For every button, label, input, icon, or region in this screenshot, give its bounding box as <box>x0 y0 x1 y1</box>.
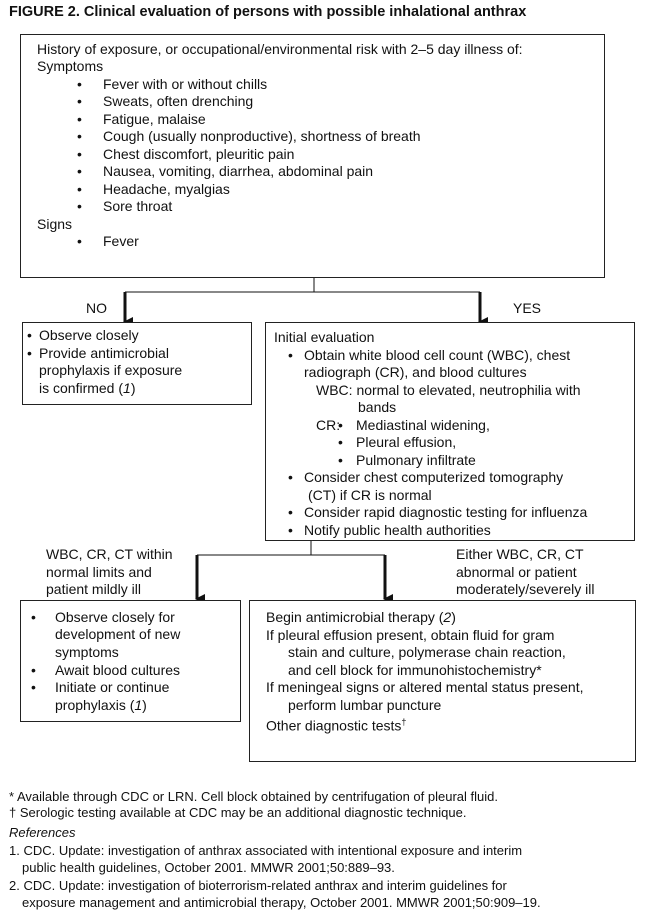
eval-obtain-cont: radiograph (CR), and blood cultures <box>304 364 527 380</box>
bullet: • <box>338 434 343 450</box>
cr-item: Pulmonary infiltrate <box>356 452 476 468</box>
reference-item-cont: exposure management and antimicrobial th… <box>22 895 541 910</box>
text: Begin antimicrobial therapy ( <box>266 609 444 625</box>
eval-wbc-cont: bands <box>358 399 397 415</box>
exposure-header: History of exposure, or occupational/env… <box>37 41 523 57</box>
antimicrobial-therapy-box: Begin antimicrobial therapy (2) If pleur… <box>249 600 636 762</box>
cr-item: Mediastinal widening, <box>356 417 490 433</box>
dagger-mark: † <box>401 717 407 727</box>
therapy-pleural-cont: and cell block for immunohistochemistry* <box>288 662 542 678</box>
symptom-item: Sweats, often drenching <box>103 93 254 109</box>
mild-initiate: Initiate or continue <box>55 679 170 695</box>
reference-item: 2. CDC. Update: investigation of bioterr… <box>9 878 507 893</box>
mild-label-line: patient mildly ill <box>46 581 141 597</box>
reference-number: 1 <box>134 697 143 713</box>
symptom-item: Headache, myalgias <box>103 181 230 197</box>
text: Other diagnostic tests <box>266 717 402 734</box>
text: ) <box>130 380 136 396</box>
bullet: • <box>338 452 343 468</box>
therapy-meningeal: If meningeal signs or altered mental sta… <box>266 679 584 695</box>
no-item-prophylaxis-cont: prophylaxis if exposure <box>39 362 183 378</box>
text: prophylaxis ( <box>55 697 135 713</box>
no-item-prophylaxis: Provide antimicrobial <box>39 345 169 361</box>
symptom-item: Fatigue, malaise <box>103 111 206 127</box>
eval-notify: Notify public health authorities <box>304 522 491 538</box>
branch-yes-no-connector <box>123 277 488 327</box>
mild-observe-cont: development of new <box>55 626 181 642</box>
exposure-box: History of exposure, or occupational/env… <box>20 34 605 278</box>
symptom-item: Chest discomfort, pleuritic pain <box>103 146 295 162</box>
bullet: • <box>27 327 32 343</box>
symptom-item: Fever with or without chills <box>103 76 268 92</box>
therapy-pleural: If pleural effusion present, obtain flui… <box>266 627 555 643</box>
bullet: • <box>338 417 343 433</box>
eval-flu: Consider rapid diagnostic testing for in… <box>304 504 588 520</box>
bullet: • <box>31 662 36 678</box>
footnote-dagger: † Serologic testing available at CDC may… <box>9 805 467 820</box>
text: ) <box>451 609 456 625</box>
therapy-other: Other diagnostic tests† <box>266 714 406 735</box>
severe-label-line: Either WBC, CR, CT <box>456 546 584 562</box>
mild-observe: Observe closely for <box>55 609 175 625</box>
text: ) <box>142 697 147 713</box>
references-heading: References <box>9 825 76 840</box>
evaluation-title: Initial evaluation <box>274 329 375 345</box>
no-label: NO <box>86 300 107 316</box>
bullet: • <box>77 163 82 179</box>
eval-cr-label: CR: <box>316 417 341 433</box>
symptom-item: Sore throat <box>103 198 173 214</box>
reference-item-cont: public health guidelines, October 2001. … <box>22 860 395 875</box>
mild-observe-cont: symptoms <box>55 644 119 660</box>
therapy-begin: Begin antimicrobial therapy (2) <box>266 609 456 627</box>
footnote-star: * Available through CDC or LRN. Cell blo… <box>9 789 498 804</box>
mild-label-line: WBC, CR, CT within <box>46 546 173 562</box>
mild-await: Await blood cultures <box>55 662 181 678</box>
bullet: • <box>288 469 293 485</box>
severe-label-line: abnormal or patient <box>456 564 577 580</box>
eval-ct: Consider chest computerized tomography <box>304 469 564 485</box>
mild-illness-box: • Observe closely for development of new… <box>20 600 241 722</box>
bullet: • <box>288 347 293 363</box>
bullet: • <box>77 146 82 162</box>
bullet: • <box>27 345 32 361</box>
symptoms-label: Symptoms <box>37 58 104 74</box>
no-exposure-box: • Observe closely • Provide antimicrobia… <box>22 322 252 405</box>
therapy-pleural-cont: stain and culture, polymerase chain reac… <box>288 644 566 660</box>
sign-item: Fever <box>103 233 139 249</box>
figure-title: FIGURE 2. Clinical evaluation of persons… <box>9 4 527 20</box>
severe-label-line: moderately/severely ill <box>456 581 595 597</box>
cr-item: Pleural effusion, <box>356 434 457 450</box>
signs-label: Signs <box>37 216 73 232</box>
bullet: • <box>288 522 293 538</box>
mild-label-line: normal limits and <box>46 564 152 580</box>
bullet: • <box>31 609 36 625</box>
eval-wbc: WBC: normal to elevated, neutrophilia wi… <box>316 382 581 398</box>
bullet: • <box>77 198 82 214</box>
reference-number: 1 <box>123 380 131 396</box>
bullet: • <box>77 76 82 92</box>
bullet: • <box>77 93 82 109</box>
reference-number: 2 <box>443 609 452 625</box>
branch-severity-connector <box>195 540 393 604</box>
reference-item: 1. CDC. Update: investigation of anthrax… <box>9 843 523 858</box>
bullet: • <box>77 181 82 197</box>
eval-obtain: Obtain white blood cell count (WBC), che… <box>304 347 571 363</box>
bullet: • <box>288 504 293 520</box>
bullet: • <box>77 111 82 127</box>
bullet: • <box>77 128 82 144</box>
text: is confirmed ( <box>39 380 124 396</box>
eval-ct-cont: (CT) if CR is normal <box>308 487 432 503</box>
bullet: • <box>31 679 36 695</box>
therapy-meningeal-cont: perform lumbar puncture <box>288 697 442 713</box>
no-item-prophylaxis-last: is confirmed (1) <box>39 380 136 398</box>
bullet: • <box>77 233 82 249</box>
mild-initiate-last: prophylaxis (1) <box>55 697 147 715</box>
symptom-item: Cough (usually nonproductive), shortness… <box>103 128 421 144</box>
no-item-observe: Observe closely <box>39 327 139 343</box>
symptom-item: Nausea, vomiting, diarrhea, abdominal pa… <box>103 163 374 179</box>
initial-evaluation-box: Initial evaluation • Obtain white blood … <box>265 322 635 541</box>
yes-label: YES <box>513 300 542 316</box>
